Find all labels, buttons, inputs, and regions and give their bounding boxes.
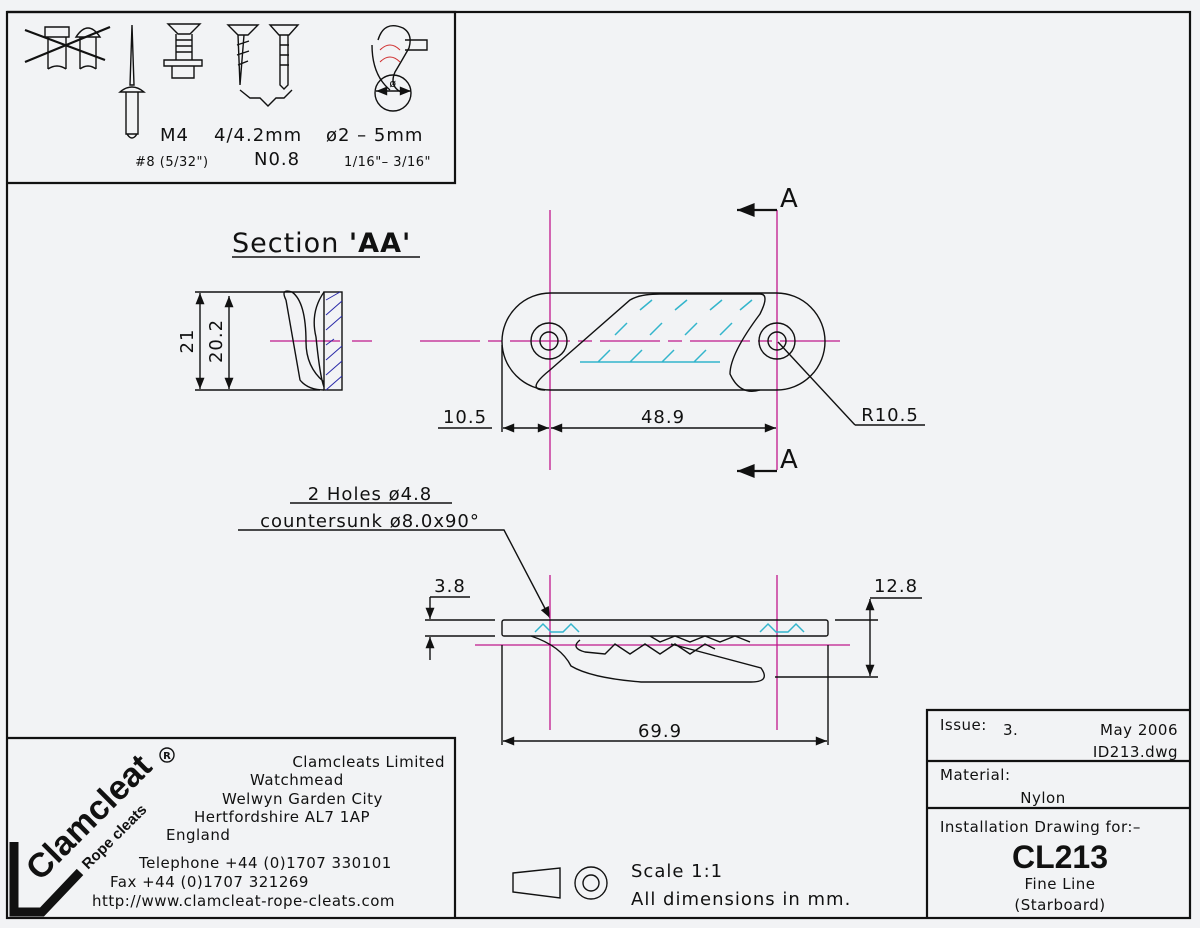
company-website[interactable]: http://www.clamcleat-rope-cleats.com [92, 892, 395, 910]
dim-thickness: 3.8 [434, 576, 466, 597]
rope-size-label: ø2 – 5mm [326, 125, 423, 146]
material-value: Nylon [1020, 789, 1065, 807]
drawing-for-label: Installation Drawing for:– [940, 818, 1141, 836]
scale-note: Scale 1:1 All dimensions in mm. [512, 861, 851, 910]
company-address-3: Hertfordshire AL7 1AP [194, 808, 370, 826]
svg-text:R: R [163, 751, 171, 762]
machine-screw-icon [163, 23, 203, 79]
issue-date: May 2006 [1100, 721, 1178, 739]
section-title: Section 'AA' [232, 228, 411, 259]
projection-symbol-icon [512, 867, 561, 899]
company-name: Clamcleats Limited [292, 753, 445, 771]
hole-note-line1: 2 Holes ø4.8 [308, 484, 433, 505]
rope-diameter-icon: ø [371, 25, 428, 112]
hole-note-line2: countersunk ø8.0x90° [260, 511, 480, 532]
section-aa-view: Section 'AA' 21 20.2 [177, 228, 420, 391]
screw-number-label: N0.8 [254, 149, 300, 170]
hole-note: 2 Holes ø4.8 countersunk ø8.0x90° [238, 484, 551, 619]
m4-imperial-label: #8 (5/32") [135, 155, 209, 170]
dim-radius: R10.5 [861, 405, 919, 426]
drawing-frame [5, 10, 1192, 920]
company-box: Clamcleat Rope cleats R Clamcleats Limit… [7, 736, 457, 918]
dim-height-21: 21 [177, 329, 198, 354]
m4-label: M4 [160, 125, 189, 146]
units-label: All dimensions in mm. [631, 889, 851, 910]
dim-height-20-2: 20.2 [206, 319, 227, 363]
company-address-2: Welwyn Garden City [222, 790, 383, 808]
company-address-1: Watchmead [250, 771, 344, 789]
company-telephone: Telephone +44 (0)1707 330101 [138, 854, 392, 872]
part-variant: (Starboard) [1014, 896, 1105, 914]
scale-label: Scale 1:1 [631, 861, 723, 882]
rivet-icon [118, 24, 146, 139]
section-marker-bottom: A [780, 445, 798, 475]
rope-imperial-label: 1/16"– 3/16" [344, 155, 431, 170]
dim-height: 12.8 [874, 576, 918, 597]
issue-label: Issue: [940, 716, 987, 734]
plan-view: A A 10.5 48.9 R10.5 [420, 184, 925, 479]
side-view: 3.8 12.8 69.9 [425, 575, 922, 746]
title-block: Issue: 3. May 2006 ID213.dwg Material: N… [925, 708, 1190, 918]
dim-edge-10-5: 10.5 [443, 407, 487, 428]
screw-size-label: 4/4.2mm [214, 125, 302, 146]
issue-value: 3. [1003, 721, 1018, 739]
file-name: ID213.dwg [1093, 743, 1178, 761]
part-number: CL213 [1012, 839, 1108, 875]
wood-screws-icon [226, 24, 300, 107]
dim-length: 69.9 [638, 721, 682, 742]
part-name: Fine Line [1025, 875, 1096, 893]
dim-centers-48-9: 48.9 [641, 407, 685, 428]
svg-text:ø: ø [389, 77, 396, 90]
fastener-box: ø M4 4/4.2mm ø2 – 5mm #8 (5/32") N0.8 1/… [7, 10, 457, 185]
material-label: Material: [940, 766, 1011, 784]
section-marker-top: A [780, 184, 798, 214]
company-fax: Fax +44 (0)1707 321269 [110, 873, 309, 891]
company-address-4: England [166, 826, 230, 844]
not-allowed-bolts-icon [24, 25, 111, 70]
